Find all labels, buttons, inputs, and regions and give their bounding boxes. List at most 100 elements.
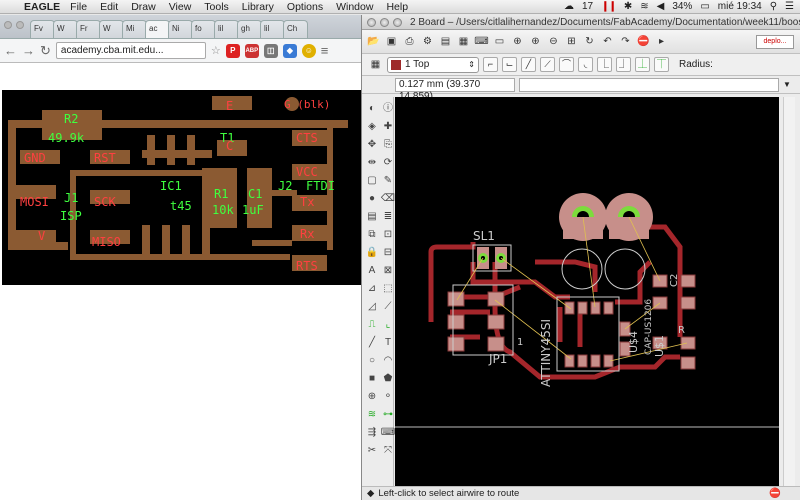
browser-tab[interactable]: gh xyxy=(237,20,262,38)
vertical-scrollbar[interactable] xyxy=(783,97,795,487)
info-icon[interactable]: ◐ xyxy=(368,103,376,114)
bend-style-9-icon[interactable]: ⏊ xyxy=(635,57,650,72)
browser-tab[interactable]: lil xyxy=(214,20,239,38)
menu-edit[interactable]: Edit xyxy=(100,0,119,13)
text-tool-icon[interactable]: T xyxy=(384,337,392,348)
command-line-input[interactable] xyxy=(519,77,779,92)
url-field[interactable]: academy.cba.mit.edu... xyxy=(55,42,206,59)
notification-count[interactable]: 17 xyxy=(581,1,594,12)
change-icon[interactable]: ✎ xyxy=(383,175,393,186)
redo-icon[interactable]: ↷ xyxy=(621,36,630,47)
paste-icon[interactable]: ● xyxy=(368,193,376,204)
dropbox-icon[interactable]: ☁ xyxy=(563,1,574,12)
close-window-icon[interactable] xyxy=(367,17,376,27)
optimize-icon[interactable]: ⬚ xyxy=(383,283,393,294)
browser-tab[interactable]: Fr xyxy=(76,20,101,38)
recording-icon[interactable]: ❙❙ xyxy=(601,1,617,12)
emoji-extension-icon[interactable]: ☺ xyxy=(301,43,316,58)
zoom-window-icon[interactable] xyxy=(393,17,402,27)
notification-center-icon[interactable]: ☰ xyxy=(785,1,794,12)
menu-icon[interactable]: ≡ xyxy=(320,43,329,58)
print-icon[interactable]: ⎙ xyxy=(405,36,414,47)
errors-icon[interactable]: ⤧ xyxy=(384,445,392,456)
erc-icon[interactable]: ⌨ xyxy=(380,427,396,438)
smash-icon[interactable]: A xyxy=(368,265,376,276)
menu-tools[interactable]: Tools xyxy=(204,0,229,13)
grid-icon[interactable]: ▦ xyxy=(370,59,381,70)
bend-style-6-icon[interactable]: ◟ xyxy=(578,57,593,72)
delete-icon[interactable]: ⌫ xyxy=(380,193,396,204)
name-icon[interactable]: 🔒 xyxy=(365,247,379,258)
mirror-icon[interactable]: ⇹ xyxy=(367,157,377,168)
menu-window[interactable]: Window xyxy=(336,0,374,13)
split-icon[interactable]: ⊿ xyxy=(367,283,377,294)
bend-style-7-icon[interactable]: ⎿ xyxy=(597,57,612,72)
redraw-icon[interactable]: ↻ xyxy=(585,36,594,47)
stop-icon[interactable]: ⛔ xyxy=(637,36,650,47)
mark-icon[interactable]: ✚ xyxy=(383,121,393,132)
browser-tab[interactable]: W xyxy=(53,20,78,38)
arc-icon[interactable]: ◠ xyxy=(383,355,393,366)
browser-tab-active[interactable]: ac xyxy=(145,20,170,38)
deploy-button[interactable]: deplo... xyxy=(756,34,794,49)
bend-style-2-icon[interactable]: ⌙ xyxy=(502,57,517,72)
browser-tab[interactable]: W xyxy=(99,20,124,38)
layer-select[interactable]: 1 Top ⇕ xyxy=(387,56,479,73)
search-icon[interactable]: ⚲ xyxy=(769,1,778,12)
board-canvas[interactable]: SL1 JP1 1 ATTINY45SI U$4 CAP-US1206 U$1 … xyxy=(395,97,779,487)
replace-icon[interactable]: ⧉ xyxy=(368,229,376,240)
zoom-in-icon[interactable]: ⊕ xyxy=(531,36,540,47)
copy-icon[interactable]: ⎘ xyxy=(384,139,392,150)
line-icon[interactable]: ╱ xyxy=(368,337,376,348)
pinswap-icon[interactable]: ≣ xyxy=(383,211,393,222)
cam-icon[interactable]: ⚙ xyxy=(423,36,432,47)
volume-icon[interactable]: ◀ xyxy=(656,1,665,12)
go-icon[interactable]: ▸ xyxy=(658,36,665,47)
via-icon[interactable]: ⊕ xyxy=(367,391,377,402)
miter-icon[interactable]: ⊠ xyxy=(383,265,393,276)
rect-icon[interactable]: ■ xyxy=(368,373,376,384)
bend-style-1-icon[interactable]: ⌐ xyxy=(483,57,498,72)
route-icon[interactable]: ◿ xyxy=(368,301,376,312)
zoom-select-icon[interactable]: ⊞ xyxy=(567,36,576,47)
schematic-icon[interactable]: ▤ xyxy=(440,36,451,47)
add-icon[interactable]: ▤ xyxy=(367,211,377,222)
command-dropdown-icon[interactable]: ▼ xyxy=(783,80,791,89)
stop-icon[interactable]: ⛔ xyxy=(769,488,781,499)
close-window-icon[interactable] xyxy=(4,21,12,29)
menu-draw[interactable]: Draw xyxy=(131,0,156,13)
pinterest-icon[interactable]: P xyxy=(225,43,240,58)
back-icon[interactable]: ← xyxy=(4,43,17,58)
browser-tab[interactable]: fo xyxy=(191,20,216,38)
dropbox-extension-icon[interactable]: ◆ xyxy=(282,43,297,58)
open-icon[interactable]: 📂 xyxy=(367,36,380,47)
bend-style-5-icon[interactable]: ⌒ xyxy=(559,57,574,72)
minimize-window-icon[interactable] xyxy=(380,17,389,27)
bend-style-3-icon[interactable]: ╱ xyxy=(521,57,536,72)
minimize-window-icon[interactable] xyxy=(16,21,24,29)
auto-icon[interactable]: ⇶ xyxy=(367,427,377,438)
clock[interactable]: mié 19:34 xyxy=(717,1,762,12)
save-icon[interactable]: ▣ xyxy=(386,36,397,47)
bend-style-10-icon[interactable]: ⏉ xyxy=(654,57,669,72)
ratsnest-icon[interactable]: ⊶ xyxy=(383,409,393,420)
browser-tab[interactable]: Fv xyxy=(30,20,55,38)
signal-icon[interactable]: ⚬ xyxy=(383,391,393,402)
browser-tab[interactable]: Mi xyxy=(122,20,147,38)
menu-options[interactable]: Options xyxy=(286,0,324,13)
menu-help[interactable]: Help xyxy=(386,0,409,13)
ulp-icon[interactable]: ⌨ xyxy=(474,36,489,47)
bend-style-4-icon[interactable]: ⟋ xyxy=(540,57,555,72)
menu-file[interactable]: File xyxy=(70,0,88,13)
bend-style-8-icon[interactable]: ⏌ xyxy=(616,57,631,72)
lock-icon[interactable]: ⊡ xyxy=(383,229,393,240)
undo-icon[interactable]: ↶ xyxy=(603,36,612,47)
ripup-icon[interactable]: ⟋ xyxy=(384,301,392,312)
forward-icon[interactable]: → xyxy=(22,43,35,58)
browser-tab[interactable]: Ch xyxy=(283,20,308,38)
text-icon[interactable]: ⌞ xyxy=(385,319,391,330)
move-icon[interactable]: ✥ xyxy=(367,139,377,150)
script-icon[interactable]: ▭ xyxy=(494,36,505,47)
extension-icon[interactable]: ◫ xyxy=(263,43,278,58)
show-icon[interactable]: ⓘ xyxy=(383,103,393,114)
